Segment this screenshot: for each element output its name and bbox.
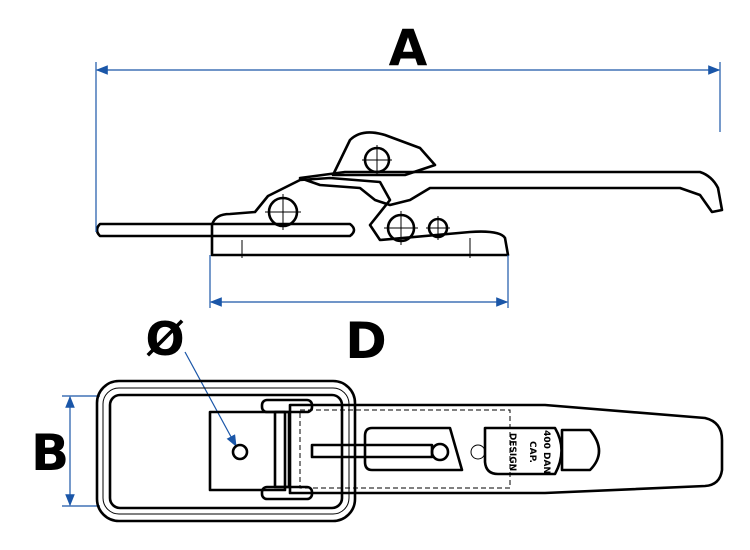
slot	[310, 443, 434, 459]
base-plate	[210, 176, 510, 257]
thumb-tab	[560, 428, 601, 472]
label-b: B	[31, 424, 69, 482]
mounting-hole	[231, 443, 249, 461]
diameter-leader	[184, 351, 237, 448]
stamp-design: DESIGN	[507, 433, 517, 471]
lever	[298, 170, 724, 214]
pull-rod	[95, 222, 356, 238]
stamp-capacity: 400 DAN	[541, 430, 551, 474]
top-view: DESIGN CAP. 400 DAN	[95, 379, 724, 523]
pull-loop-outer	[95, 379, 357, 523]
dimensions: A D B Ø	[31, 19, 721, 507]
strap	[208, 410, 287, 492]
window	[363, 426, 464, 472]
stamp-cap: CAP.	[527, 441, 537, 463]
label-d: D	[345, 312, 387, 370]
top-lever	[288, 403, 724, 495]
side-view	[95, 131, 724, 258]
label-a: A	[389, 19, 428, 77]
hook	[331, 131, 437, 177]
label-window	[483, 426, 563, 476]
pull-loop-inner	[108, 393, 344, 510]
label-diameter: Ø	[145, 312, 184, 366]
